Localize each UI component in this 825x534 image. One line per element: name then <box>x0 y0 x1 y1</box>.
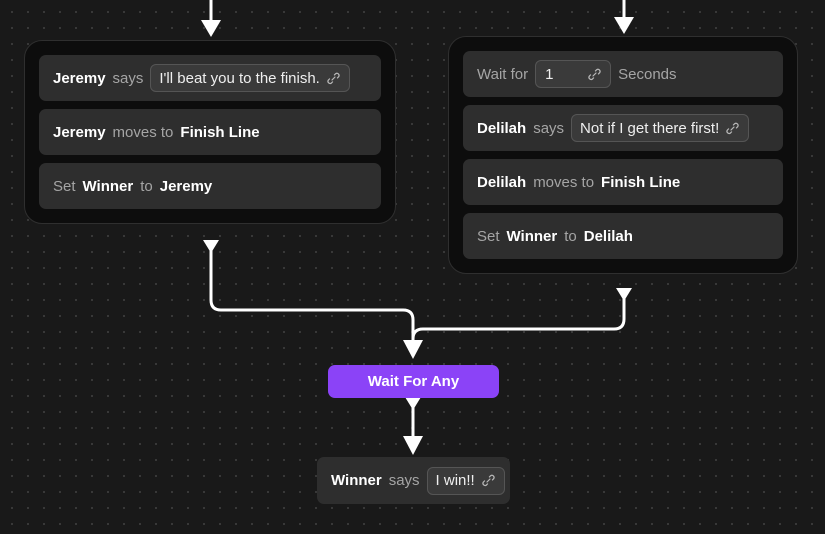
statement-set-winner-delilah[interactable]: Set Winner to Delilah <box>463 213 783 259</box>
link-icon[interactable] <box>326 71 341 86</box>
actor-label: Delilah <box>477 173 527 191</box>
verb-label: moves to <box>112 123 174 141</box>
statement-delilah-moves[interactable]: Delilah moves to Finish Line <box>463 159 783 205</box>
verb-label: moves to <box>533 173 595 191</box>
to-label: to <box>564 227 577 245</box>
set-value-label[interactable]: Jeremy <box>159 177 213 195</box>
wait-seconds-value: 1 <box>545 65 554 83</box>
actor-label: Jeremy <box>53 69 106 87</box>
say-text-value: I'll beat you to the finish. <box>159 69 320 87</box>
say-text-value: I win!! <box>435 472 475 489</box>
link-icon[interactable] <box>481 473 496 488</box>
wait-for-any-label: Wait For Any <box>367 373 460 390</box>
move-target-label[interactable]: Finish Line <box>601 173 681 191</box>
statement-jeremy-says[interactable]: Jeremy says I'll beat you to the finish. <box>39 55 381 101</box>
statement-set-winner-jeremy[interactable]: Set Winner to Jeremy <box>39 163 381 209</box>
statement-jeremy-moves[interactable]: Jeremy moves to Finish Line <box>39 109 381 155</box>
actor-label: Winner <box>331 472 382 489</box>
to-label: to <box>140 177 153 195</box>
link-icon[interactable] <box>587 67 602 82</box>
wire-right-group-to-waitforany <box>411 288 632 348</box>
set-label: Set <box>477 227 500 245</box>
statement-delilah-says[interactable]: Delilah says Not if I get there first! <box>463 105 783 151</box>
statement-wait-for-seconds[interactable]: Wait for 1 Seconds <box>463 51 783 97</box>
say-text-value: Not if I get there first! <box>580 119 720 137</box>
wire-waitforany-to-winner <box>403 397 423 455</box>
wait-for-any-node[interactable]: Wait For Any <box>328 365 499 398</box>
set-value-label[interactable]: Delilah <box>583 227 633 245</box>
set-label: Set <box>53 177 76 195</box>
variable-label[interactable]: Winner <box>82 177 134 195</box>
jeremy-branch-group[interactable]: Jeremy says I'll beat you to the finish.… <box>24 40 396 224</box>
verb-label: says <box>112 69 144 87</box>
variable-label[interactable]: Winner <box>506 227 558 245</box>
link-icon[interactable] <box>725 121 740 136</box>
say-text-input[interactable]: I'll beat you to the finish. <box>150 64 350 92</box>
wait-prefix-label: Wait for <box>477 65 529 83</box>
statement-winner-says[interactable]: Winner says I win!! <box>317 457 510 504</box>
delilah-branch-group[interactable]: Wait for 1 Seconds Delilah says <box>448 36 798 274</box>
wait-suffix-label: Seconds <box>618 65 677 83</box>
arrow-into-left-group <box>201 0 221 37</box>
verb-label: says <box>533 119 565 137</box>
arrow-into-right-group <box>614 0 634 34</box>
wait-seconds-input[interactable]: 1 <box>535 60 612 88</box>
verb-label: says <box>388 472 420 489</box>
wire-left-group-to-waitforany <box>203 240 423 359</box>
say-text-input[interactable]: Not if I get there first! <box>571 114 750 142</box>
say-text-input[interactable]: I win!! <box>426 466 505 495</box>
move-target-label[interactable]: Finish Line <box>180 123 260 141</box>
actor-label: Delilah <box>477 119 527 137</box>
actor-label: Jeremy <box>53 123 106 141</box>
